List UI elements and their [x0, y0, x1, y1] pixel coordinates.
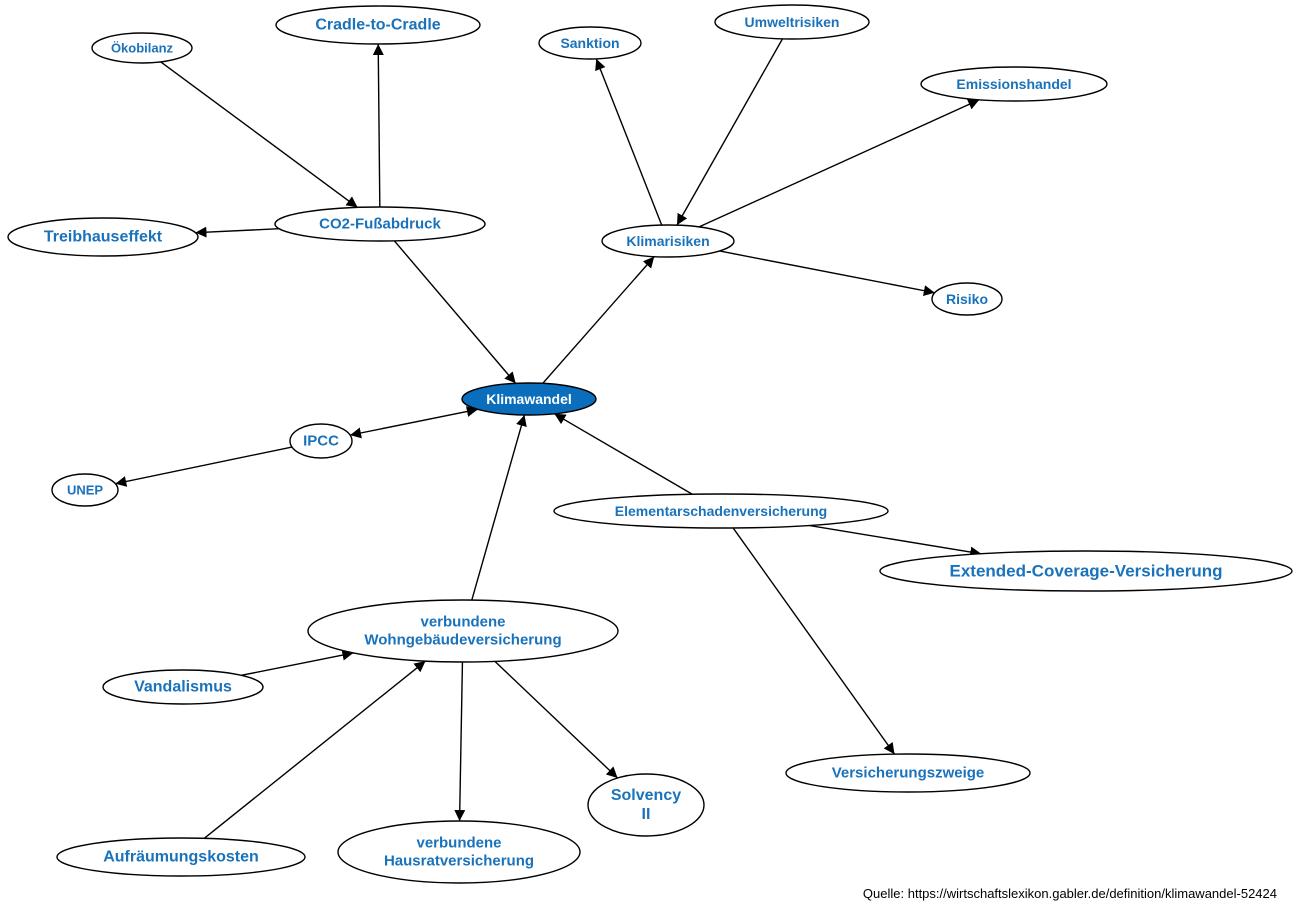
edge-elementar-to-versicherungszweige — [732, 527, 896, 755]
edge-wohngebaeude-to-solvency — [494, 660, 619, 779]
edge-elementar-to-klimawandel — [554, 413, 693, 495]
node-label: Umweltrisiken — [745, 14, 840, 30]
edge-co2-to-treibhauseffekt — [195, 226, 280, 238]
node-umweltrisiken[interactable]: Umweltrisiken — [714, 4, 870, 40]
node-label: Cradle-to-Cradle — [315, 17, 440, 34]
node-ellipse — [931, 282, 1003, 316]
node-klimawandel[interactable]: Klimawandel — [461, 382, 597, 416]
node-label: Ökobilanz — [111, 41, 174, 56]
edge-klimarisiken-to-emissionshandel — [698, 99, 980, 228]
node-oekobilanz[interactable]: Ökobilanz — [91, 32, 193, 64]
node-ellipse — [91, 32, 193, 64]
node-ellipse — [51, 473, 119, 507]
node-label: verbundene — [420, 614, 505, 631]
edge-wohngebaeude-to-klimawandel — [471, 414, 527, 601]
nodes-layer: Klimawandel Ökobilanz Cradle-to-CradleSank… — [7, 4, 1293, 884]
edge-co2-to-klimawandel — [393, 240, 517, 384]
node-ellipse — [289, 423, 353, 459]
node-label: Klimawandel — [486, 391, 572, 407]
node-ellipse — [275, 5, 481, 45]
node-label: Sanktion — [560, 35, 619, 51]
node-label: Emissionshandel — [956, 76, 1071, 92]
node-label: Wohngebäudeversicherung — [364, 632, 561, 649]
node-treibhauseffekt[interactable]: Treibhauseffekt — [7, 217, 199, 257]
node-ellipse — [714, 4, 870, 40]
node-ellipse — [461, 382, 597, 416]
node-label: II — [642, 806, 651, 823]
edge-elementar-to-extended — [808, 524, 982, 558]
node-klimarisiken[interactable]: Klimarisiken — [601, 224, 735, 258]
edge-wohngebaeude-to-hausrat — [454, 661, 466, 822]
node-label: Vandalismus — [134, 679, 232, 696]
edge-aufraeumung-to-wohngebaeude — [203, 660, 426, 839]
node-label: Extended-Coverage-Versicherung — [949, 562, 1222, 581]
node-elementar[interactable]: Elementarschadenversicherung — [553, 493, 889, 529]
node-label: Elementarschadenversicherung — [615, 503, 827, 519]
edge-vandalismus-to-wohngebaeude — [241, 649, 354, 677]
node-label: verbundene — [416, 835, 501, 852]
node-ellipse — [879, 550, 1293, 592]
node-ellipse — [337, 820, 581, 884]
node-label: Risiko — [946, 291, 988, 307]
node-vandalismus[interactable]: Vandalismus — [102, 669, 264, 705]
node-versicherungszweige[interactable]: Versicherungszweige — [785, 753, 1031, 793]
node-aufraeumung[interactable]: Aufräumungskosten — [56, 837, 306, 877]
node-risiko[interactable]: Risiko — [931, 282, 1003, 316]
node-unep[interactable]: UNEP — [51, 473, 119, 507]
node-ellipse — [538, 26, 642, 60]
node-ellipse — [307, 599, 619, 663]
node-label: Klimarisiken — [626, 233, 709, 249]
edge-ipcc-to-klimawandel — [349, 406, 478, 439]
node-label: IPCC — [303, 433, 339, 450]
node-label: Solvency — [611, 787, 681, 804]
node-sanktion[interactable]: Sanktion — [538, 26, 642, 60]
node-emissionshandel[interactable]: Emissionshandel — [920, 66, 1108, 102]
node-ellipse — [920, 66, 1108, 102]
node-label: Aufräumungskosten — [103, 849, 259, 866]
edge-oekobilanz-to-co2 — [160, 61, 358, 208]
node-label: Hausratversicherung — [384, 853, 534, 870]
node-ellipse — [601, 224, 735, 258]
node-label: CO2-Fußabdruck — [319, 216, 441, 233]
node-extended[interactable]: Extended-Coverage-Versicherung — [879, 550, 1293, 592]
node-ellipse — [553, 493, 889, 529]
edge-klimarisiken-to-sanktion — [595, 58, 663, 226]
node-cradle[interactable]: Cradle-to-Cradle — [275, 5, 481, 45]
node-ellipse — [274, 206, 486, 242]
node-label: Versicherungszweige — [832, 765, 985, 782]
edge-ipcc-to-unep — [115, 446, 293, 487]
edge-co2-to-cradle — [372, 43, 384, 208]
node-ellipse — [56, 837, 306, 877]
node-ellipse — [102, 669, 264, 705]
node-ellipse — [587, 773, 705, 837]
node-co2[interactable]: CO2-Fußabdruck — [274, 206, 486, 242]
edge-klimawandel-to-klimarisiken — [542, 256, 655, 384]
edges-layer — [115, 38, 982, 839]
edge-klimarisiken-to-risiko — [719, 250, 935, 297]
node-label: Treibhauseffekt — [44, 229, 163, 246]
node-ipcc[interactable]: IPCC — [289, 423, 353, 459]
node-ellipse — [785, 753, 1031, 793]
node-ellipse — [7, 217, 199, 257]
node-label: UNEP — [67, 483, 103, 498]
edge-umweltrisiken-to-klimarisiken — [676, 38, 784, 226]
source-caption: Quelle: https://wirtschaftslexikon.gable… — [863, 886, 1277, 901]
